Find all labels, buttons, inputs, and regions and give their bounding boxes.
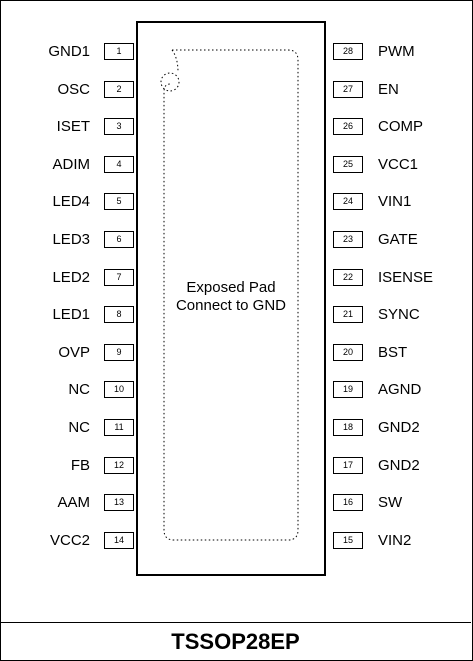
pin-name-label: ADIM — [52, 156, 91, 173]
pin-name-label: SYNC — [378, 306, 420, 323]
pin-name-label: ISET — [56, 118, 90, 135]
pin-name-label: VIN2 — [378, 532, 412, 549]
pin-number-box: 23 — [333, 231, 363, 248]
pin-name-label: GND1 — [48, 43, 90, 60]
pin-number-box: 2 — [104, 81, 134, 98]
pin-name-label: LED3 — [52, 231, 90, 248]
exposed-pad-line1: Exposed Pad — [186, 279, 276, 296]
pin-number-box: 12 — [104, 457, 134, 474]
pin-name-label: AAM — [57, 494, 90, 511]
pin-number-box: 16 — [333, 494, 363, 511]
pin-number-box: 7 — [104, 269, 134, 286]
pin-name-label: PWM — [378, 43, 415, 60]
pin-number-box: 3 — [104, 118, 134, 135]
pin-name-label: VCC1 — [378, 156, 419, 173]
pin-name-label: GND2 — [378, 457, 420, 474]
pin-number-box: 26 — [333, 118, 363, 135]
pin-name-label: OVP — [58, 344, 90, 361]
pin-name-label: EN — [378, 81, 399, 98]
caption-divider — [0, 622, 471, 623]
pin-name-label: NC — [68, 419, 90, 436]
pin-number-box: 8 — [104, 306, 134, 323]
pin-name-label: NC — [68, 381, 90, 398]
pin-name-label: GND2 — [378, 419, 420, 436]
pin-number-box: 5 — [104, 193, 134, 210]
pin-name-label: VCC2 — [49, 532, 90, 549]
pin-number-box: 28 — [333, 43, 363, 60]
pin-number-box: 19 — [333, 381, 363, 398]
pin-name-label: LED1 — [52, 306, 90, 323]
pin-number-box: 9 — [104, 344, 134, 361]
pin-name-label: GATE — [378, 231, 418, 248]
pin-number-box: 1 — [104, 43, 134, 60]
pin-number-box: 18 — [333, 419, 363, 436]
pin-number-box: 4 — [104, 156, 134, 173]
exposed-pad-label: Exposed Pad Connect to GND — [136, 279, 326, 315]
pin-number-box: 15 — [333, 532, 363, 549]
pin-name-label: VIN1 — [378, 193, 412, 210]
pin-name-label: SW — [378, 494, 403, 511]
ic-package-body — [136, 21, 326, 576]
pin-number-box: 27 — [333, 81, 363, 98]
pin-name-label: AGND — [378, 381, 422, 398]
pin-name-label: OSC — [57, 81, 90, 98]
pin-number-box: 11 — [104, 419, 134, 436]
pin1-marker-arc — [171, 49, 179, 73]
pin-number-box: 14 — [104, 532, 134, 549]
pin-name-label: LED2 — [52, 269, 90, 286]
pin-number-box: 6 — [104, 231, 134, 248]
pin-number-box: 20 — [333, 344, 363, 361]
pin-number-box: 10 — [104, 381, 134, 398]
exposed-pad-line2: Connect to GND — [175, 297, 287, 314]
pin-number-box: 25 — [333, 156, 363, 173]
pin-number-box: 17 — [333, 457, 363, 474]
pin-number-box: 21 — [333, 306, 363, 323]
pin1-marker-icon — [160, 72, 180, 92]
pin-name-label: ISENSE — [378, 269, 434, 286]
pin-number-box: 22 — [333, 269, 363, 286]
pin-number-box: 13 — [104, 494, 134, 511]
package-name: TSSOP28EP — [171, 629, 300, 654]
pin-number-box: 24 — [333, 193, 363, 210]
pin-name-label: FB — [70, 457, 90, 474]
pin-name-label: COMP — [378, 118, 423, 135]
pin-name-label: BST — [378, 344, 408, 361]
pin-name-label: LED4 — [52, 193, 90, 210]
